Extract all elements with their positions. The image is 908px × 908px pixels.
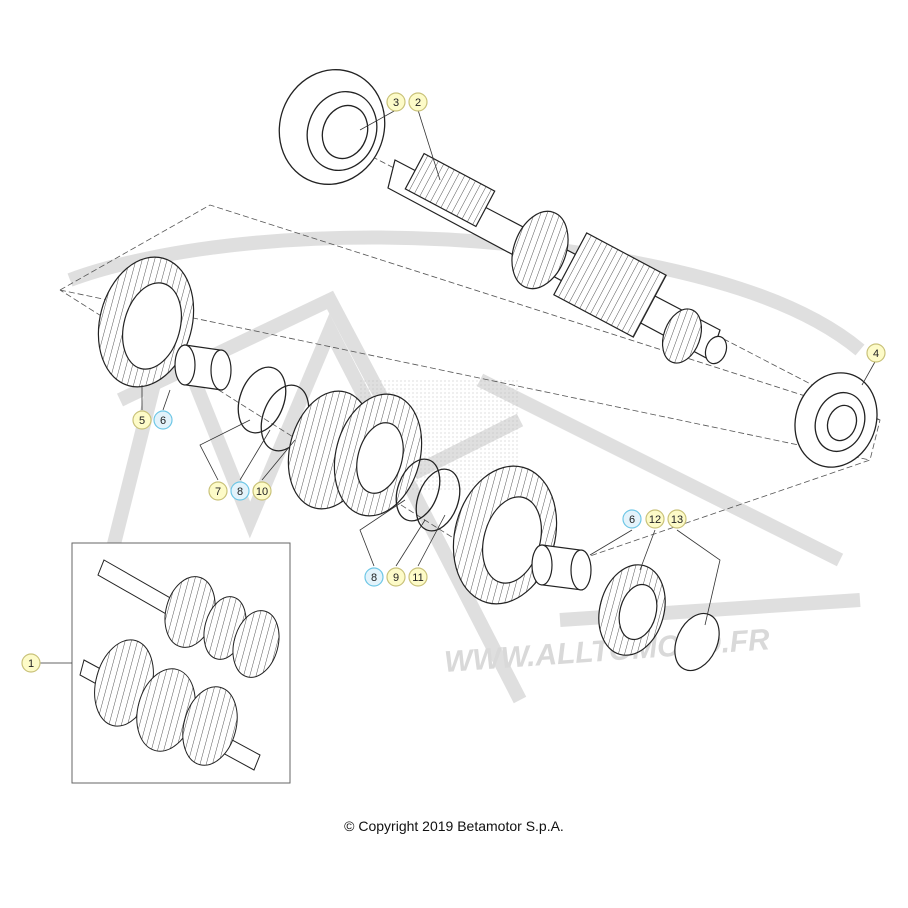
callout-13: 13 bbox=[667, 509, 687, 529]
callout-8: 8 bbox=[230, 481, 250, 501]
callout-11: 11 bbox=[408, 567, 428, 587]
callout-circle bbox=[230, 481, 250, 501]
callout-circle bbox=[408, 567, 428, 587]
bearing-right bbox=[794, 372, 878, 468]
callout-label: 1 bbox=[28, 658, 34, 670]
callout-label: 6 bbox=[160, 415, 166, 427]
gear-left bbox=[97, 256, 195, 388]
gear-right-large bbox=[452, 465, 558, 605]
callout-label: 2 bbox=[415, 97, 421, 109]
leader-lines bbox=[38, 109, 877, 664]
callout-label: 4 bbox=[873, 348, 879, 360]
callout-circle bbox=[408, 92, 428, 112]
callout-circle bbox=[866, 343, 886, 363]
callout-circle bbox=[153, 410, 173, 430]
callout-label: 7 bbox=[215, 486, 221, 498]
callout-label: 10 bbox=[256, 486, 268, 498]
callout-4: 4 bbox=[866, 343, 886, 363]
callout-circle bbox=[364, 567, 384, 587]
callout-10: 10 bbox=[252, 481, 272, 501]
callout-circle bbox=[645, 509, 665, 529]
callout-8: 8 bbox=[364, 567, 384, 587]
callout-5: 5 bbox=[132, 410, 152, 430]
bushing-left bbox=[174, 344, 232, 391]
callout-label: 8 bbox=[237, 486, 243, 498]
callout-3: 3 bbox=[386, 92, 406, 112]
assembly-inset-drawing bbox=[79, 559, 280, 771]
callout-circle bbox=[622, 509, 642, 529]
callout-label: 6 bbox=[629, 514, 635, 526]
callout-badges: 3 2 4 5 6 7 8 10 8 9 11 6 12 13 1 bbox=[21, 92, 886, 673]
callout-7: 7 bbox=[208, 481, 228, 501]
callout-label: 9 bbox=[393, 572, 399, 584]
gear-right-small bbox=[598, 564, 666, 656]
callout-circle bbox=[21, 653, 41, 673]
callout-circle bbox=[132, 410, 152, 430]
callout-circle bbox=[208, 481, 228, 501]
bearing-top bbox=[278, 69, 386, 185]
callout-label: 12 bbox=[649, 514, 661, 526]
callout-9: 9 bbox=[386, 567, 406, 587]
callout-6: 6 bbox=[622, 509, 642, 529]
main-shaft bbox=[387, 152, 728, 365]
callout-1: 1 bbox=[21, 653, 41, 673]
gear-cluster-center bbox=[287, 390, 423, 517]
callout-label: 3 bbox=[393, 97, 399, 109]
copyright-text: © Copyright 2019 Betamotor S.p.A. bbox=[344, 818, 564, 834]
callout-circle bbox=[252, 481, 272, 501]
callout-label: 13 bbox=[671, 514, 683, 526]
callout-2: 2 bbox=[408, 92, 428, 112]
washer-right bbox=[674, 612, 720, 672]
bushing-right bbox=[531, 544, 592, 591]
callout-circle bbox=[667, 509, 687, 529]
callout-label: 11 bbox=[412, 572, 423, 584]
callout-circle bbox=[386, 92, 406, 112]
callout-label: 8 bbox=[371, 572, 377, 584]
callout-6: 6 bbox=[153, 410, 173, 430]
callout-12: 12 bbox=[645, 509, 665, 529]
callout-circle bbox=[386, 567, 406, 587]
circlips-center bbox=[395, 458, 461, 532]
callout-label: 5 bbox=[139, 415, 145, 427]
